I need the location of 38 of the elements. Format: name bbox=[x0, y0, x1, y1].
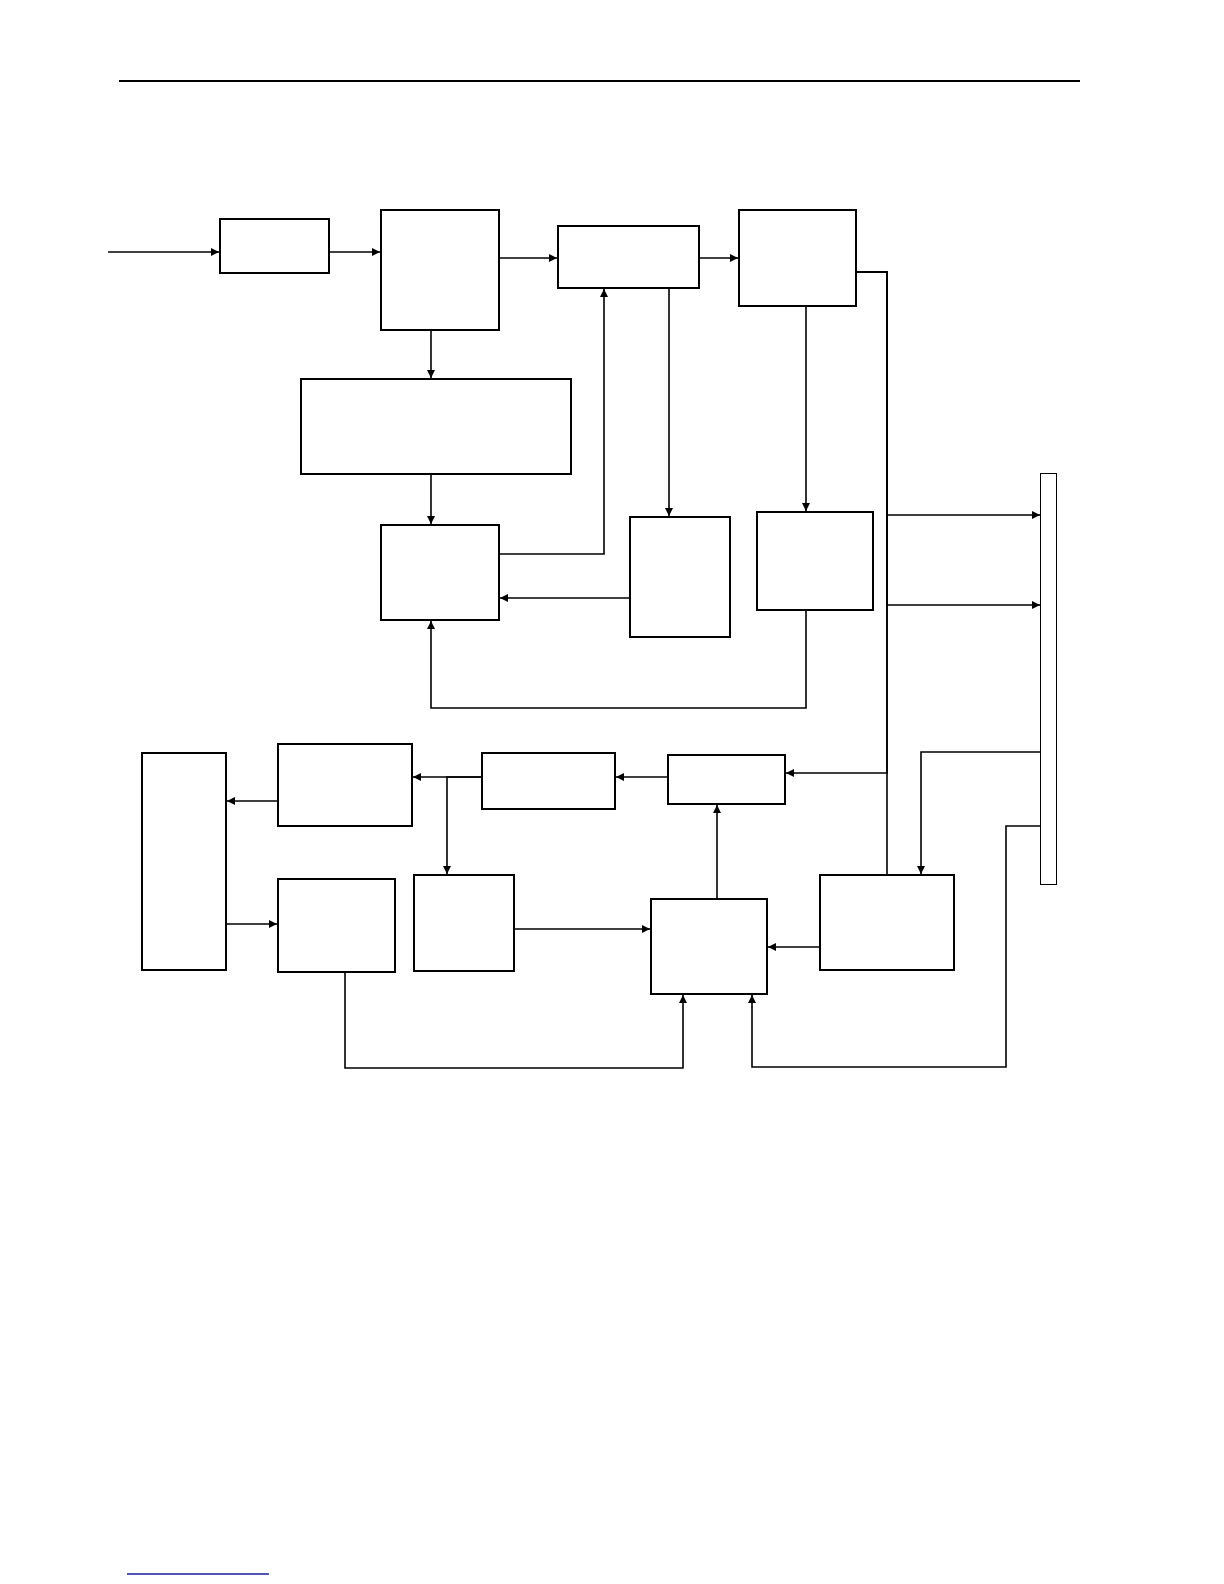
process-box bbox=[481, 752, 616, 810]
arrow bbox=[514, 925, 651, 933]
arrow bbox=[427, 330, 435, 379]
process-box bbox=[629, 516, 731, 638]
process-box bbox=[650, 898, 768, 995]
arrow bbox=[107, 248, 220, 256]
process-box bbox=[380, 209, 500, 331]
process-box bbox=[300, 378, 572, 475]
arrow bbox=[427, 474, 435, 525]
arrow bbox=[344, 972, 687, 1069]
process-box bbox=[756, 511, 874, 611]
arrow bbox=[427, 610, 807, 709]
arrow bbox=[443, 776, 482, 875]
process-box bbox=[277, 743, 413, 827]
process-box bbox=[667, 754, 786, 805]
arrow bbox=[499, 594, 630, 602]
bus-bar bbox=[1040, 473, 1057, 885]
process-box bbox=[277, 878, 396, 973]
arrow bbox=[665, 288, 673, 517]
process-box bbox=[219, 218, 330, 274]
arrow bbox=[226, 920, 278, 928]
arrow bbox=[713, 804, 721, 899]
arrow bbox=[748, 825, 1041, 1068]
process-box bbox=[141, 752, 227, 971]
process-box bbox=[819, 874, 955, 971]
process-box bbox=[380, 524, 500, 621]
arrow bbox=[329, 248, 381, 256]
arrow bbox=[226, 797, 278, 805]
arrow bbox=[615, 773, 668, 781]
process-box bbox=[557, 225, 700, 289]
process-box bbox=[738, 209, 857, 307]
arrow bbox=[699, 254, 739, 262]
arrow bbox=[499, 254, 558, 262]
arrow bbox=[802, 306, 810, 512]
arrow bbox=[499, 288, 608, 555]
process-box bbox=[413, 874, 515, 972]
arrow bbox=[767, 943, 820, 951]
arrow bbox=[917, 751, 1041, 875]
